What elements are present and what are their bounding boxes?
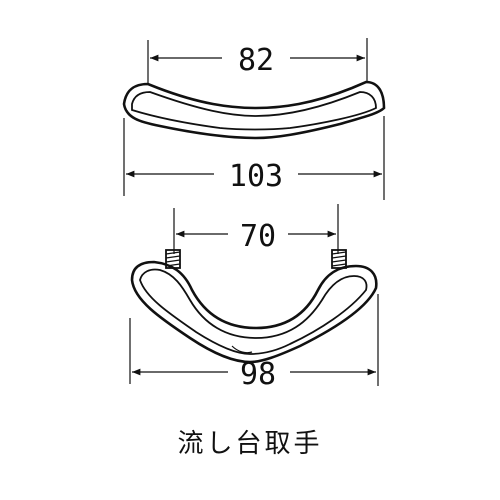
- caption: 流し台取手: [177, 429, 322, 459]
- screw-right-icon: [331, 249, 347, 269]
- bottom-handle-inner-edge: [139, 268, 368, 355]
- dim-98-label: 98: [240, 357, 276, 392]
- dim-82-label: 82: [238, 43, 274, 78]
- top-handle-view: 82 103: [122, 38, 386, 200]
- dim-103-label: 103: [229, 159, 283, 194]
- bottom-handle-view: 70 98: [129, 204, 379, 392]
- top-handle-body: [122, 80, 386, 140]
- bottom-handle-highlight: [231, 345, 253, 354]
- top-handle-inner-edge: [131, 91, 377, 131]
- dim-70-label: 70: [240, 219, 276, 254]
- bottom-handle-body: [130, 260, 378, 364]
